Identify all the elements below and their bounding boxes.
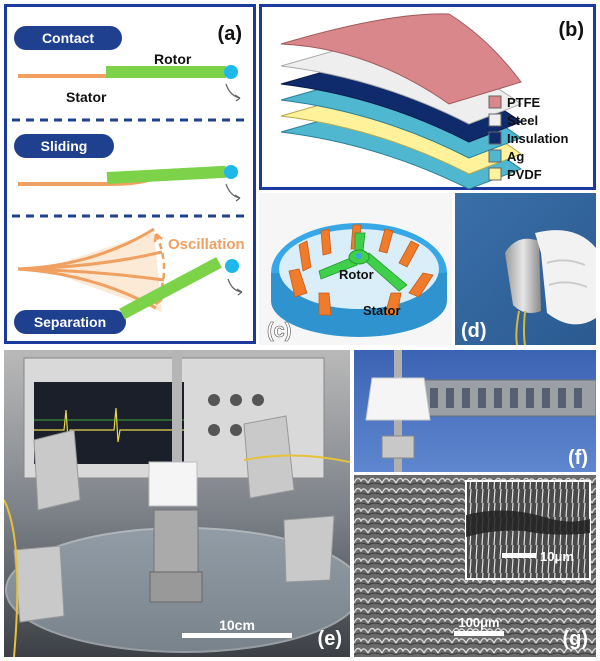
panel-d: (d) [455, 193, 596, 345]
rotor-ball [225, 259, 239, 273]
panel-f: (f) [354, 350, 596, 472]
legend-label-ag: Ag [507, 149, 524, 164]
panel-a-label: (a) [218, 23, 242, 45]
scale-bar-100um [454, 631, 504, 636]
legend-swatch-steel [488, 113, 502, 127]
gloved-hand [535, 230, 596, 325]
rotor-ball [224, 65, 238, 79]
legend: PTFE Steel Insulation Ag PVDF [488, 95, 568, 182]
center-shaft [172, 350, 182, 500]
panel-d-label: (d) [461, 320, 487, 342]
legend-label-ptfe: PTFE [507, 95, 541, 110]
rotor-3d [318, 232, 408, 292]
legend-swatch-ag [488, 149, 502, 163]
panel-b-figure: (b) PTFE Steel Insulation Ag PVDF [259, 4, 596, 190]
panel-b-label: (b) [558, 19, 584, 41]
stage-separation-pill [14, 310, 126, 334]
stage-contact-pill [14, 26, 122, 50]
rotor-holder [148, 461, 198, 507]
panel-g: 10μm 100μm (g) [354, 475, 596, 657]
panel-e: 10cm (e) [4, 350, 350, 657]
panel-c: Rotor Stator (c) [259, 193, 452, 345]
stator-3d-label: Stator [363, 303, 401, 318]
panel-g-label: (g) [562, 628, 588, 650]
panel-f-photo: (f) [354, 350, 596, 472]
legend-swatch-insulation [488, 131, 502, 145]
scale-label-10um: 10μm [540, 549, 574, 564]
rotor-bar [119, 257, 222, 320]
panel-e-photo: 10cm (e) [4, 350, 350, 657]
stator-label: Stator [66, 89, 107, 105]
stage-sliding-pill [14, 134, 114, 158]
panel-d-photo: (d) [455, 193, 596, 345]
strip-slots [430, 388, 582, 408]
panel-a: (a) Contact Rotor Stator Sliding Oscilla… [4, 4, 256, 344]
scale-bar-10um [502, 553, 536, 558]
rotor-label: Rotor [154, 51, 192, 67]
legend-label-insulation: Insulation [507, 131, 568, 146]
legend-label-pvdf: PVDF [507, 167, 542, 182]
layer-stack [280, 13, 523, 190]
panel-f-label: (f) [568, 447, 588, 469]
stage-contact-label: Contact [42, 30, 94, 46]
rotor-bar [106, 165, 227, 184]
panel-g-sem: 10μm 100μm (g) [354, 475, 596, 657]
legend-swatch-ptfe [488, 95, 502, 109]
rotor-bar [106, 66, 226, 78]
legend-label-steel: Steel [507, 113, 538, 128]
panel-c-figure: Rotor Stator (c) [259, 193, 452, 345]
panel-b: (b) PTFE Steel Insulation Ag PVDF [259, 4, 596, 190]
panel-c-label: (c) [267, 320, 291, 342]
flexible-device [505, 238, 541, 313]
rotor-ball [224, 165, 238, 179]
legend-swatch-pvdf [488, 167, 502, 181]
rotor-clamp [365, 377, 431, 421]
panel-a-figure: (a) Contact Rotor Stator Sliding Oscilla… [4, 4, 256, 344]
scale-label-10cm: 10cm [219, 617, 255, 633]
rotor-strip-slotted [413, 379, 596, 417]
oscillation-label: Oscillation [168, 236, 245, 253]
panel-e-label: (e) [318, 628, 342, 650]
stator-strip [18, 74, 156, 78]
stator-blades [288, 224, 434, 316]
stage-sliding-label: Sliding [41, 138, 88, 154]
scale-label-100um: 100μm [458, 615, 499, 630]
scale-bar-10cm [182, 633, 292, 638]
rotor-3d-label: Rotor [339, 267, 374, 282]
stage-separation-label: Separation [34, 314, 106, 330]
